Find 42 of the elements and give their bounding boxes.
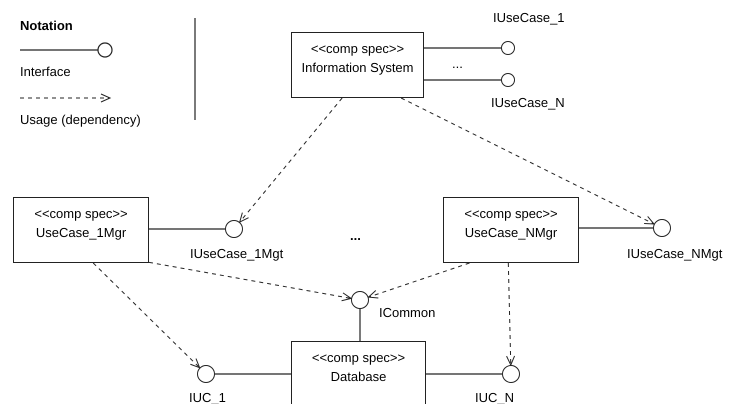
stereotype-label: <<comp spec>> — [312, 350, 406, 365]
interface-circle — [653, 219, 671, 237]
dependency-arrow — [368, 262, 470, 299]
component-name: Information System — [302, 60, 414, 75]
interface-circle — [501, 41, 515, 55]
stereotype-label: <<comp spec>> — [310, 41, 404, 56]
dependency-arrow — [400, 98, 654, 224]
component-box — [291, 32, 424, 98]
ellipsis: ... — [452, 56, 463, 71]
interface-label: IUseCase_1 — [493, 10, 565, 25]
interface-line — [579, 227, 653, 229]
dependency-arrow — [239, 98, 343, 223]
interface-line — [424, 79, 501, 81]
interface-circle — [197, 365, 215, 383]
interface-label: IUseCase_1Mgt — [190, 246, 284, 261]
dependency-arrow — [506, 262, 516, 366]
dependency-arrow — [148, 262, 352, 302]
interface-circle — [502, 365, 520, 383]
component-box — [13, 197, 149, 263]
interface-label: IUseCase_N — [491, 95, 565, 110]
interface-line — [424, 47, 501, 49]
interface-line — [215, 373, 291, 375]
interface-label: IUseCase_NMgt — [627, 246, 722, 261]
ellipsis: ... — [350, 228, 361, 243]
component-name: Database — [330, 369, 386, 384]
interface-circle — [501, 73, 515, 87]
interface-line — [149, 228, 225, 230]
component-box — [443, 197, 579, 263]
legend-label: Usage (dependency) — [20, 112, 141, 127]
interface-line — [426, 373, 502, 375]
interface-circle — [351, 291, 369, 309]
interface-line — [359, 309, 361, 341]
interface-label: ICommon — [379, 305, 436, 320]
component-name: UseCase_1Mgr — [36, 225, 126, 240]
legend-label: Interface — [20, 64, 71, 79]
dependency-arrow — [92, 262, 200, 368]
interface-circle — [225, 220, 243, 238]
stereotype-label: <<comp spec>> — [464, 206, 558, 221]
notation-heading: Notation — [20, 18, 73, 33]
stereotype-label: <<comp spec>> — [34, 206, 128, 221]
component-box — [291, 341, 426, 404]
component-name: UseCase_NMgr — [464, 225, 558, 240]
